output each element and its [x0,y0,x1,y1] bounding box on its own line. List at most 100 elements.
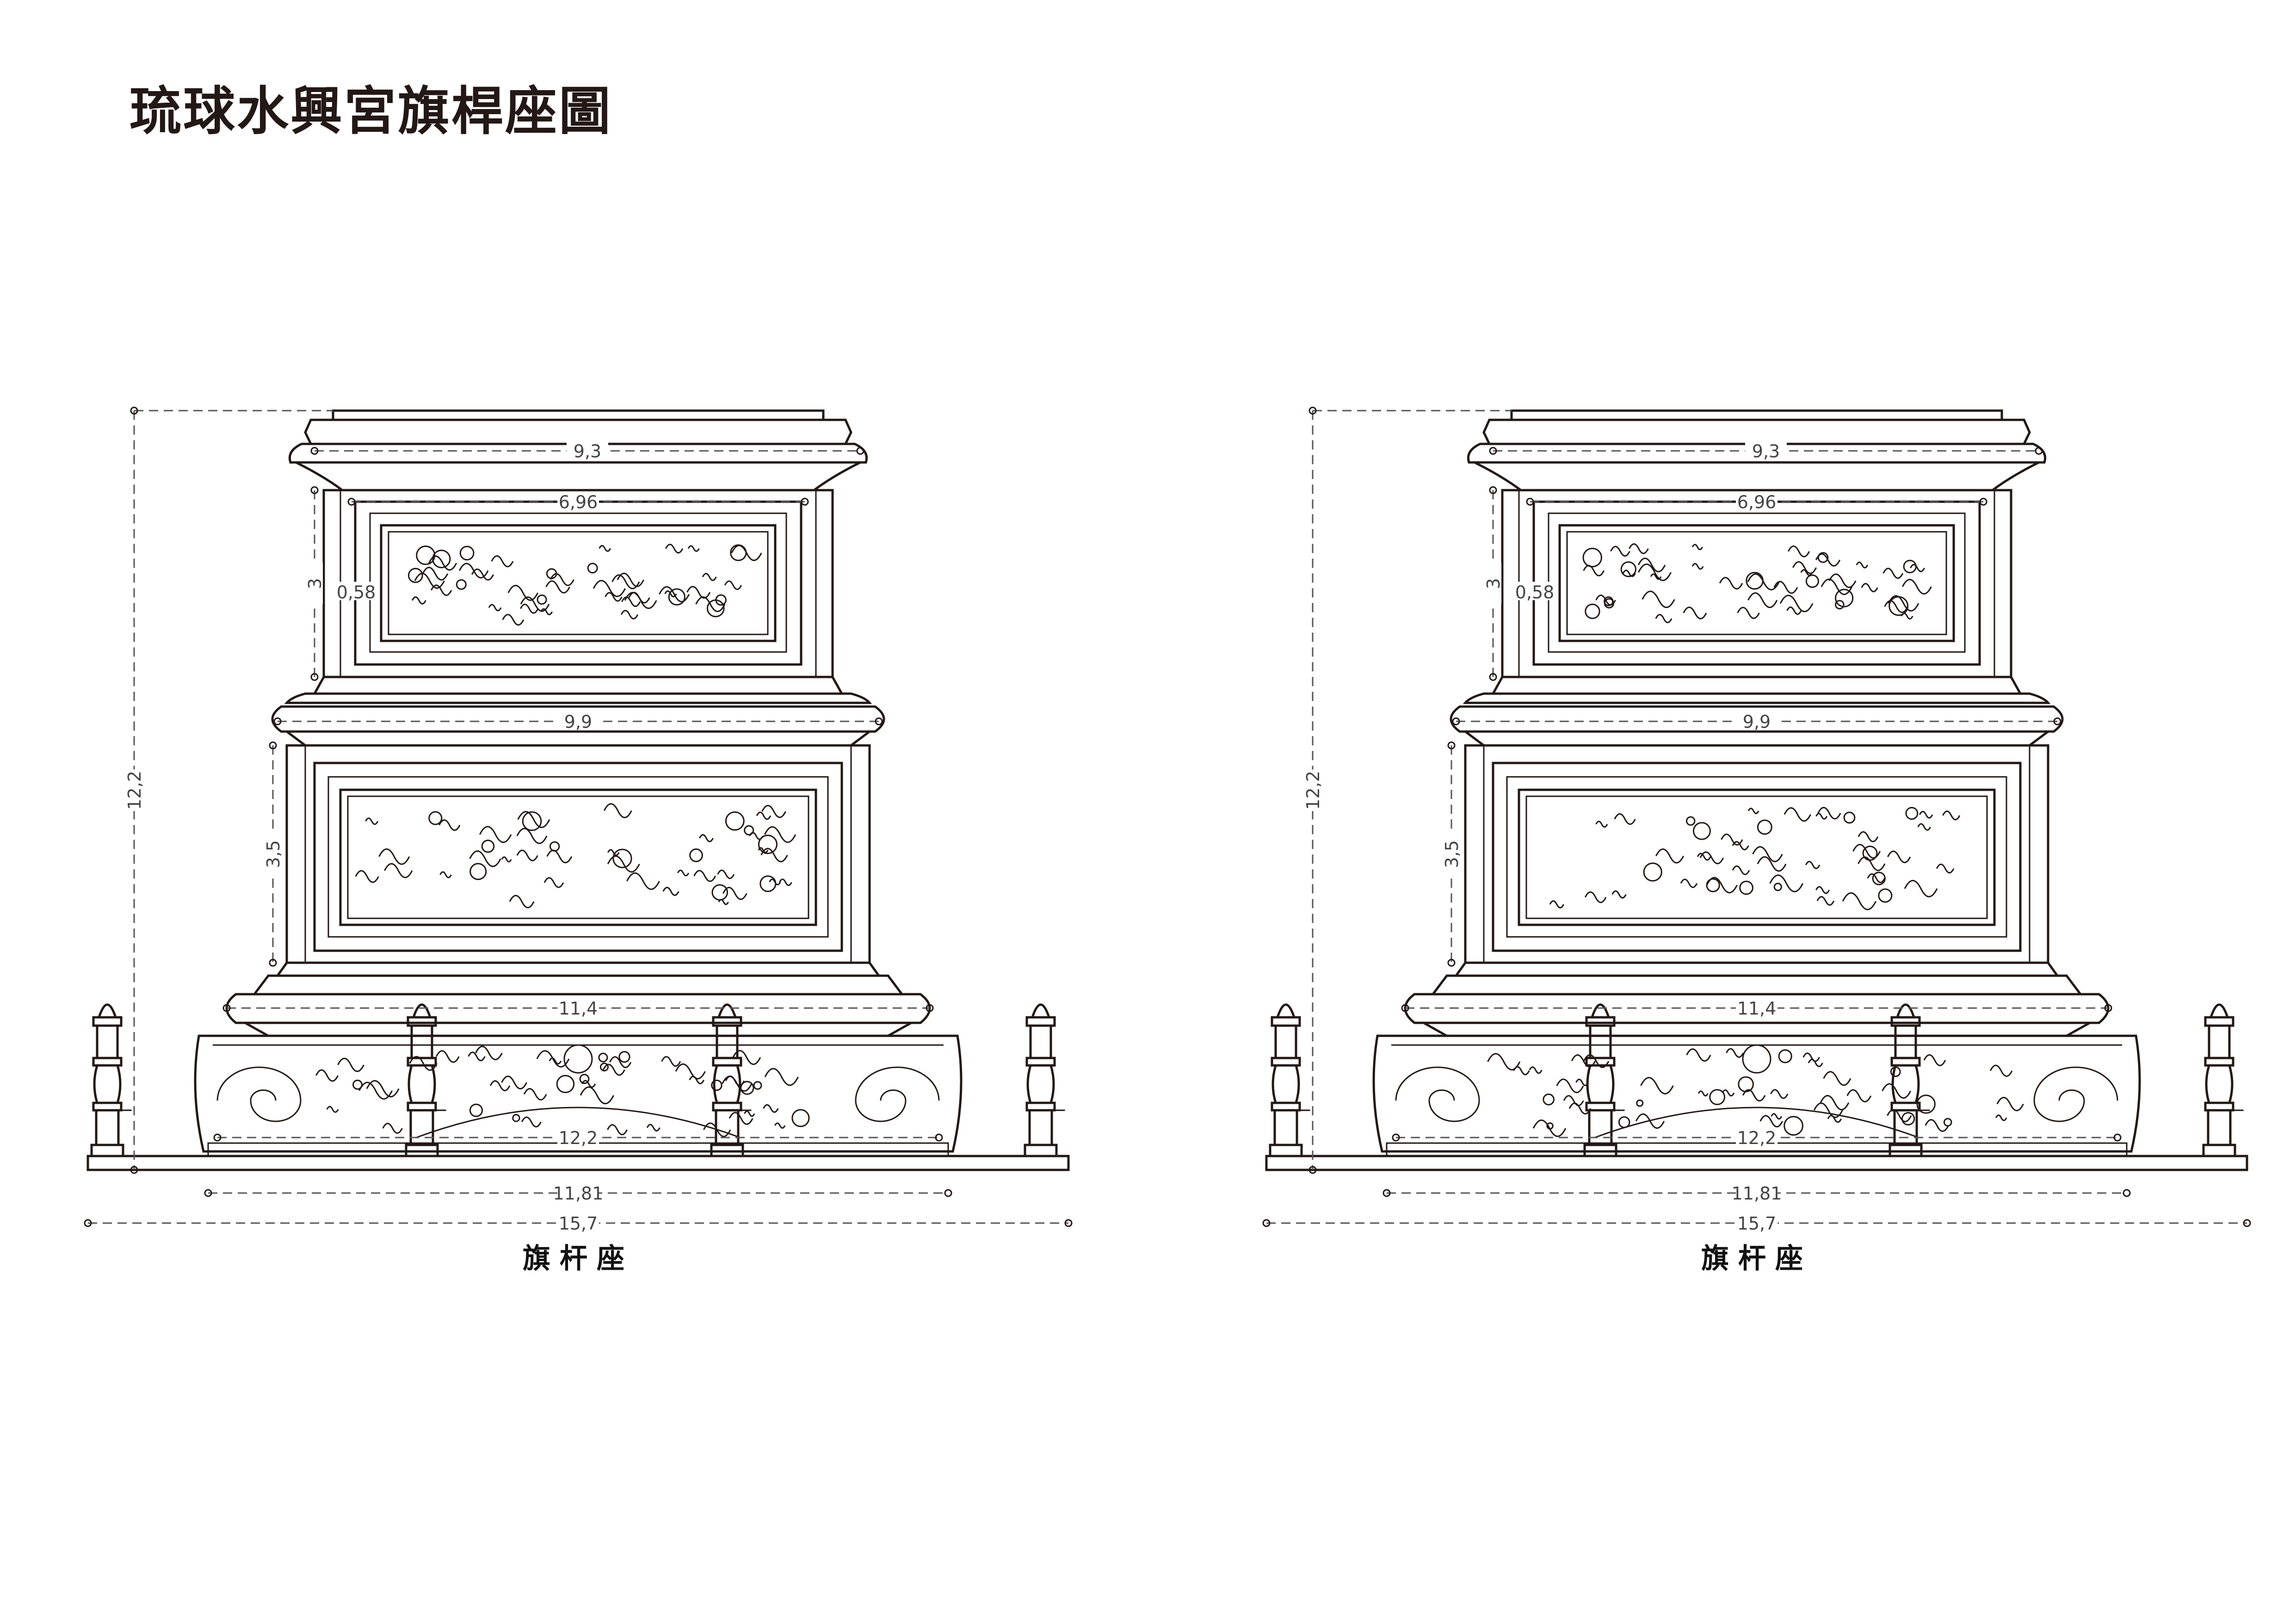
dim-upper-panel-margin-label: 0,58 [1515,582,1555,603]
carving-stroke [1989,1064,2013,1077]
baluster-base [90,1144,124,1157]
dimension-node [1262,1219,1271,1227]
carving-curl [416,545,436,565]
baluster-outer-right [2202,1003,2244,1157]
carving-stroke [664,590,677,597]
carving-curl [1757,819,1772,835]
mid-cap-fillet [1462,730,2052,747]
plinth-step [252,974,904,996]
carving-curl [1903,560,1917,573]
dimension-node [935,1133,943,1142]
carving-stroke [1650,573,1662,580]
corner-scroll-right [855,1066,940,1122]
carving-stroke [581,1080,596,1088]
dimension-node [204,1189,212,1197]
carving-stroke [1642,591,1675,608]
upper-panel-inner [1566,531,1947,635]
carving-stroke [520,603,539,614]
carving-stroke [1697,853,1711,861]
dim-upper-height-label-bg [304,563,323,604]
carving-stroke [693,870,716,882]
carving-curl [1543,1093,1555,1106]
carving-stroke [509,895,535,909]
elevation-caption: 旗杆座 [523,1243,634,1275]
baluster-belly [2205,1064,2234,1104]
dim-mid-cap-width-label: 9,9 [564,712,592,732]
carving-stroke [760,848,788,862]
dim-upper-panel-width-label: 6,96 [1737,492,1777,512]
baluster-neck [1029,1024,1052,1059]
carving-stroke [489,1080,511,1091]
upper-panel [1558,524,1955,642]
carving-curl [1878,888,1893,903]
baluster-neck [1589,1024,1612,1059]
carving-curl [618,1051,630,1063]
carving-stroke [675,1063,706,1080]
dimension-node [1392,1133,1400,1142]
carving-stroke [479,826,512,843]
carving-stroke [1856,561,1869,569]
mid-cap-top [284,692,872,704]
carving-stroke [605,592,623,602]
carving-curl [537,594,547,605]
baluster-finial [412,1003,432,1019]
carving-stroke [1757,856,1787,872]
carving-stroke [1556,1078,1584,1094]
upper-die-inner [339,489,817,678]
top-cap-molding [1482,418,2031,445]
corner-scroll-left [1395,1066,1480,1122]
lower-frame [1492,762,2022,952]
lower-relief-carving [355,803,796,909]
carving-curl [587,563,598,574]
carving-stroke [1923,1054,1946,1066]
carving-stroke [549,573,574,586]
carving-curl [556,1075,575,1094]
carving-stroke [724,580,742,590]
corner-scroll-right [2033,1066,2118,1122]
carving-stroke [1691,544,1703,550]
carving-curl [1778,1049,1792,1064]
dim-lower-height-label-bg [263,833,281,875]
top-cap-lid [332,409,825,421]
carving-stroke [436,1050,460,1063]
carving-stroke [593,580,626,597]
carving-stroke [599,545,611,552]
baluster-shaft [715,1109,740,1146]
dim-lower-height-label: 3,5 [1442,840,1462,868]
dimension-node [926,1004,934,1012]
carving-curl [689,848,703,862]
mid-cap-torus [271,705,885,733]
carving-stroke [517,811,550,828]
carving-stroke [1611,890,1627,899]
dimension-node [1526,498,1534,506]
carving-stroke [611,574,640,590]
baluster-belly [1586,1064,1615,1104]
carving-stroke [1513,1066,1530,1076]
baluster-finial [97,1003,117,1019]
carving-stroke [545,580,570,594]
dimension-node [1452,717,1460,726]
baluster-base [405,1144,439,1157]
carving-stroke [689,1076,705,1084]
elevation-caption: 旗杆座 [1701,1243,1812,1275]
dimension-node [1401,1004,1409,1012]
dim-overall-height-label-bg [1302,769,1321,811]
dimension-node [84,1219,92,1227]
plinth-cove [241,1021,916,1037]
carving-stroke [764,1068,799,1086]
dim-lower-height-label: 3,5 [263,840,284,868]
dimension-node [1064,1219,1073,1227]
dimension-node [222,1004,231,1012]
carving-curl [1943,1118,1952,1127]
dim-plinth-width-label: 11,4 [1737,998,1777,1019]
dimension-node [1383,1189,1391,1197]
upper-panel-inner [388,531,769,635]
dim-overall-width-label: 15,7 [559,1213,598,1234]
baluster-neck [2208,1024,2231,1059]
carving-stroke [1726,1048,1744,1058]
carving-stroke [764,826,796,843]
carving-stroke [1936,863,1955,874]
baluster-finial [1031,1003,1051,1019]
lower-frame-inner [327,776,829,938]
